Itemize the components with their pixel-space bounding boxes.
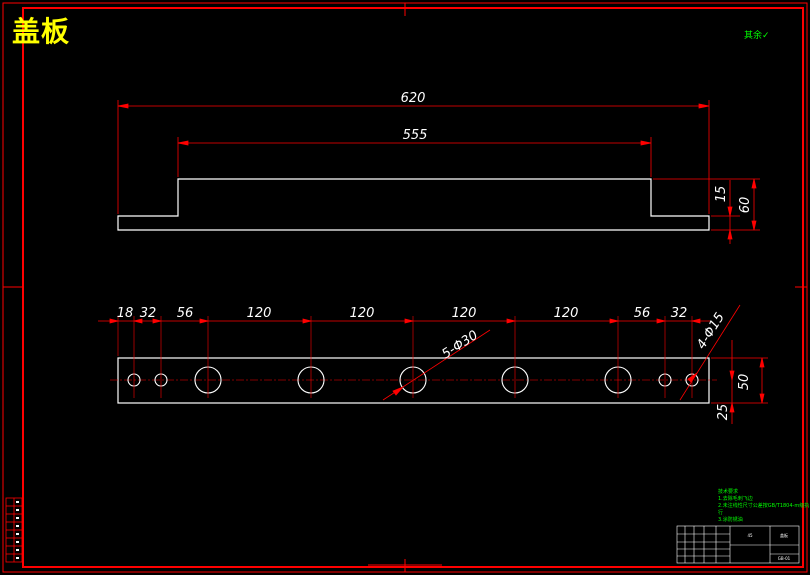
dim-overall-length bbox=[117, 100, 710, 214]
title-block bbox=[676, 525, 800, 564]
front-view-outline bbox=[117, 178, 710, 231]
leader-large-holes bbox=[382, 329, 491, 401]
dim-spacing-5: 120 bbox=[350, 306, 375, 321]
centering-marks bbox=[3, 3, 807, 572]
dim-hole-spacing-line bbox=[98, 318, 710, 324]
roughness-symbol-icon: ✓ bbox=[762, 31, 770, 41]
dim-15-label: 15 bbox=[714, 186, 729, 203]
dim-plan-width bbox=[711, 340, 768, 424]
dim-25-label: 25 bbox=[716, 404, 731, 421]
dim-60-label: 60 bbox=[738, 197, 753, 214]
dim-50-label: 50 bbox=[737, 374, 752, 391]
leader-small-holes bbox=[679, 304, 741, 401]
side-stamp-boxes bbox=[5, 497, 23, 563]
dim-555-label: 555 bbox=[403, 128, 428, 143]
notes-heading: 技术要求 bbox=[718, 489, 739, 495]
dim-spacing-6: 120 bbox=[452, 306, 477, 321]
large-holes-callout: 5-Φ30 bbox=[439, 328, 481, 362]
dim-spacing-1: 18 bbox=[117, 306, 134, 321]
small-holes-callout: 4-Φ15 bbox=[694, 310, 728, 352]
title-block-material: 45 bbox=[747, 533, 753, 538]
dim-heights bbox=[653, 178, 760, 244]
roughness-text: 其余 bbox=[744, 31, 763, 41]
dim-spacing-4: 120 bbox=[247, 306, 272, 321]
dim-spacing-8: 56 bbox=[634, 306, 651, 321]
technical-notes: 技术要求 1.去除毛刺飞边 2.未注线性尺寸公差按GB/T1804-m级执行 3… bbox=[718, 489, 810, 524]
note-item: 2.未注线性尺寸公差按GB/T1804-m级执行 bbox=[718, 503, 810, 516]
plan-view-outline bbox=[117, 357, 710, 404]
note-item: 3.涂防锈油 bbox=[718, 517, 743, 523]
side-stamp-marks bbox=[16, 501, 19, 559]
roughness-note: 其余✓ bbox=[744, 28, 770, 41]
drawing-title: 盖板 bbox=[12, 15, 71, 48]
note-item: 1.去除毛刺飞边 bbox=[718, 496, 753, 502]
hole-centre-marks bbox=[117, 316, 693, 398]
dim-620-label: 620 bbox=[401, 91, 426, 106]
dim-spacing-9: 32 bbox=[671, 306, 688, 321]
dim-spacing-7: 120 bbox=[554, 306, 579, 321]
dim-top-length bbox=[177, 137, 652, 177]
title-block-part-name: 盖板 bbox=[780, 532, 788, 538]
dim-spacing-3: 56 bbox=[177, 306, 194, 321]
title-block-drawing-no: GB-01 bbox=[778, 556, 791, 561]
dim-spacing-2: 32 bbox=[140, 306, 157, 321]
